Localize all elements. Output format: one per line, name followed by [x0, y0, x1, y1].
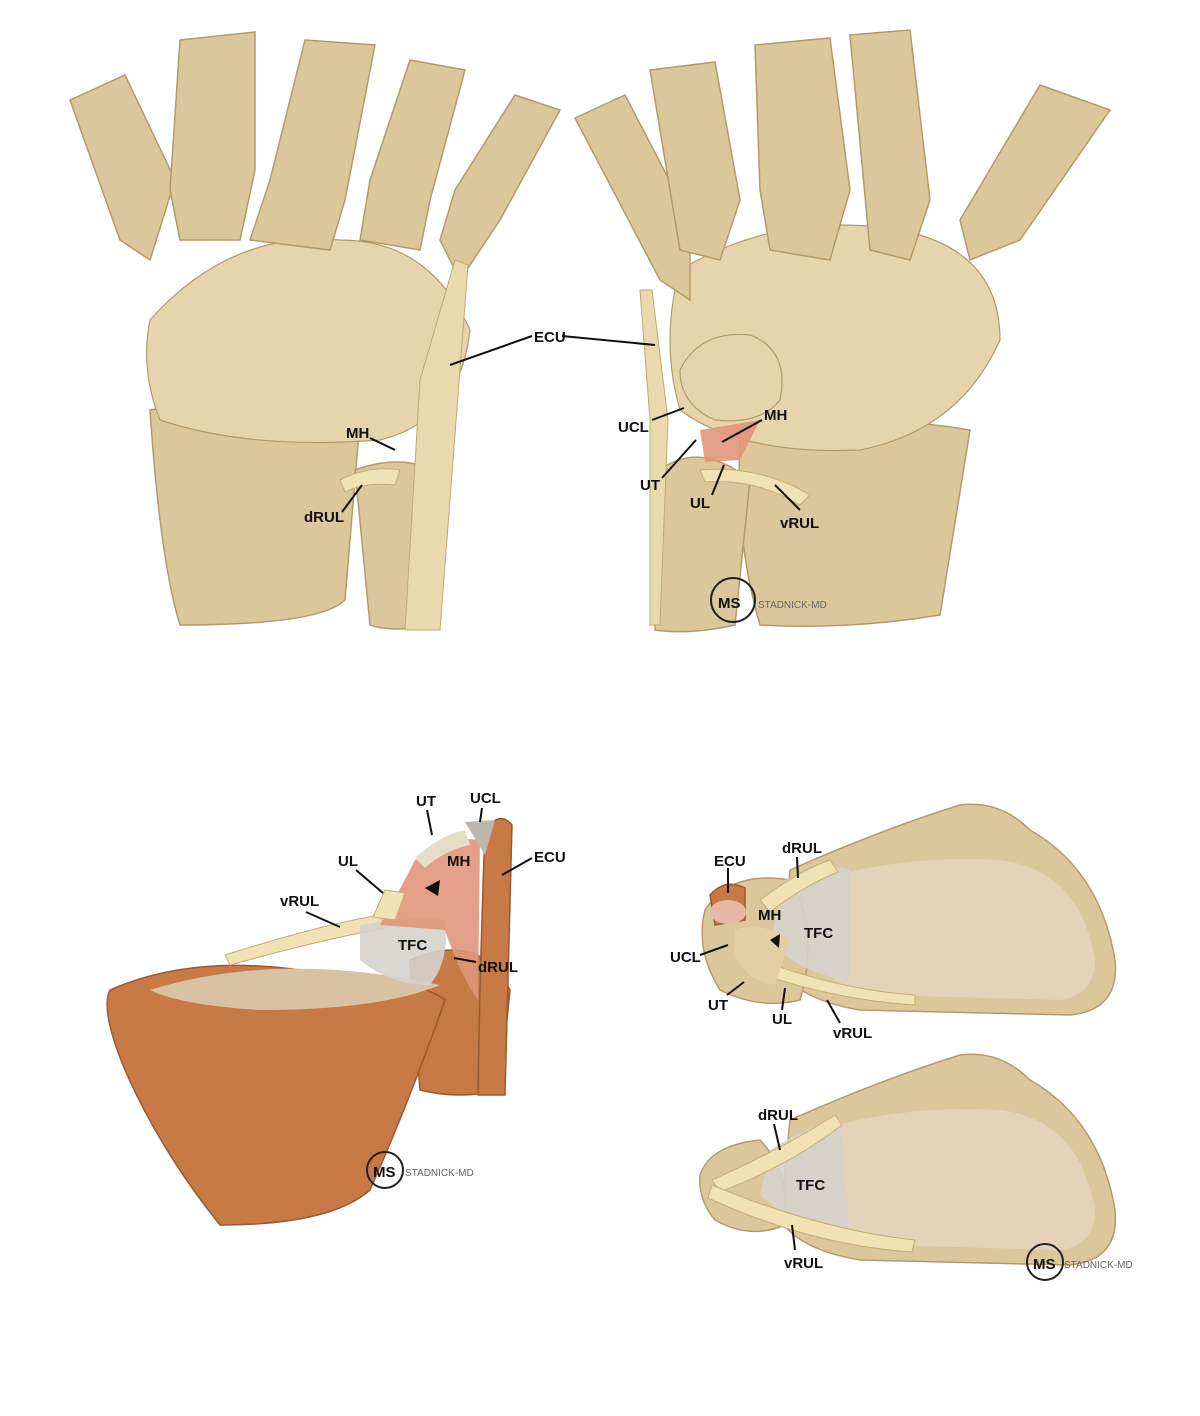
radius-bone — [738, 421, 971, 627]
label-vrul: vRUL — [784, 1255, 823, 1272]
ecu-tendon — [404, 259, 469, 631]
label-mh: MH — [346, 425, 369, 442]
label-ecu: ECU — [534, 849, 566, 866]
label-ecu: ECU — [714, 853, 746, 870]
drul-ligament — [759, 859, 839, 913]
label-mh: MH — [764, 407, 787, 424]
vrul-ligament — [699, 468, 811, 506]
ecu-tendon-oblique — [477, 817, 513, 1096]
meniscus-homologue — [380, 839, 480, 1000]
pisiform-bone — [679, 333, 783, 422]
tfc-disc — [360, 918, 446, 985]
metacarpal-1 — [69, 74, 176, 262]
svg-text:MS: MS — [718, 595, 741, 612]
metacarpal-5 — [573, 94, 691, 302]
drul-ligament — [711, 1114, 843, 1193]
metacarpal-2 — [169, 31, 256, 241]
label-vrul: vRUL — [280, 893, 319, 910]
watermark-text: STADNICK-MD — [405, 1168, 474, 1179]
watermark-text: STADNICK-MD — [758, 600, 827, 611]
metacarpal-3 — [754, 37, 851, 261]
label-ut: UT — [416, 793, 436, 810]
svg-text:MS: MS — [1033, 1256, 1056, 1273]
ulna-bone — [654, 456, 751, 633]
oblique-tfcc-panel: UT UCL MH ECU UL vRUL TFC dRUL MS STADNI… — [106, 790, 566, 1226]
metacarpal-3 — [248, 39, 376, 251]
label-tfc: TFC — [398, 937, 427, 954]
arrowhead-pointer-icon — [770, 934, 780, 948]
label-drul: dRUL — [478, 959, 518, 976]
ms-logo-icon: MS STADNICK-MD — [710, 577, 827, 623]
label-ucl: UCL — [470, 790, 501, 807]
label-mh: MH — [758, 907, 781, 924]
vrul-ligament — [707, 1184, 916, 1253]
ucl-ligament — [465, 820, 495, 855]
label-vrul: vRUL — [833, 1025, 872, 1042]
dorsal-wrist-panel: ECU MH dRUL — [69, 31, 566, 631]
ms-logo-icon: MS STADNICK-MD — [366, 1151, 474, 1189]
ms-logo-icon: MS STADNICK-MD — [1026, 1243, 1133, 1281]
watermark-text: STADNICK-MD — [1064, 1260, 1133, 1271]
ut-ligament — [415, 830, 470, 868]
metacarpal-4 — [649, 61, 741, 261]
label-ul: UL — [772, 1011, 792, 1028]
label-ul: UL — [338, 853, 358, 870]
arrowhead-pointer-icon — [425, 880, 440, 896]
drul-ligament — [339, 468, 401, 493]
ecu-cross-section — [710, 900, 746, 924]
label-ut: UT — [708, 997, 728, 1014]
metacarpal-4 — [359, 59, 466, 251]
label-tfc: TFC — [804, 925, 833, 942]
metacarpal-5 — [439, 94, 562, 282]
label-ecu: ECU — [534, 329, 566, 346]
metacarpal-2 — [849, 29, 931, 261]
svg-text:MS: MS — [373, 1164, 396, 1181]
label-ul: UL — [690, 495, 710, 512]
radius-articular-surface — [150, 968, 440, 1010]
label-drul: dRUL — [304, 509, 344, 526]
label-drul: dRUL — [782, 840, 822, 857]
volar-wrist-panel: UCL MH UT UL vRUL MS STADNICK-MD — [561, 29, 1112, 633]
vrul-ligament — [754, 959, 916, 1006]
ecu-tendon — [639, 289, 669, 626]
label-ucl: UCL — [618, 419, 649, 436]
label-tfc: TFC — [796, 1177, 825, 1194]
label-drul: dRUL — [758, 1107, 798, 1124]
ul-ligament — [372, 889, 406, 921]
radius-articular-surface — [820, 859, 1095, 1000]
label-mh: MH — [447, 853, 470, 870]
label-ut: UT — [640, 477, 660, 494]
axial-tfcc-ligaments-panel: dRUL TFC vRUL MS STADNICK-MD — [699, 1053, 1133, 1281]
axial-tfcc-full-panel: ECU dRUL MH TFC UCL UT UL vRUL — [670, 803, 1117, 1042]
metacarpal-1 — [959, 84, 1112, 262]
radius-articular-surface — [820, 1109, 1095, 1250]
meniscus-homologue — [700, 420, 760, 462]
label-ucl: UCL — [670, 949, 701, 966]
label-vrul: vRUL — [780, 515, 819, 532]
